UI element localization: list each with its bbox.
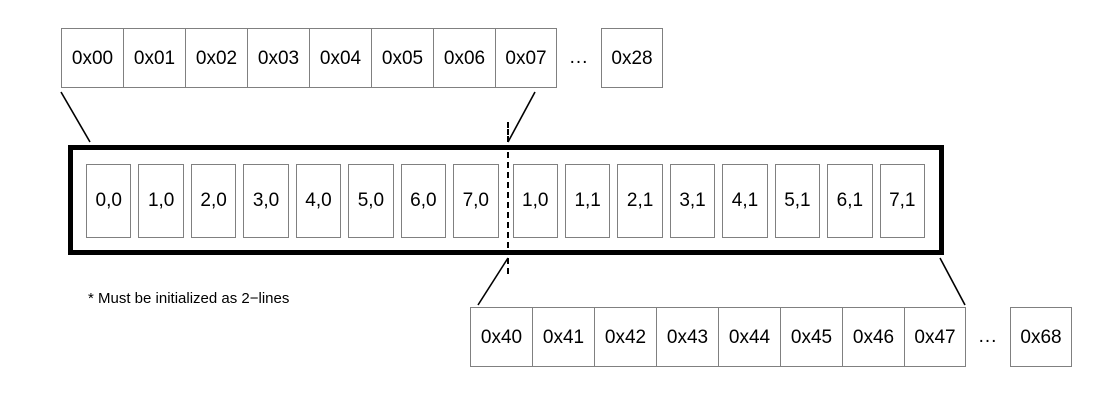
word-cell: 1,0 [512,164,558,238]
word-cell: 6,0 [400,164,447,238]
address-cell: 0x04 [309,28,371,88]
address-cell: 0x00 [61,28,123,88]
line-boundary-dash-top [507,122,509,142]
word-cell: 7,1 [879,164,925,238]
address-cell: 0x02 [185,28,247,88]
leader-line-bottom-left [477,257,509,306]
word-cell: 5,0 [348,164,394,238]
leader-line-top-left [60,91,91,143]
address-cell: 0x01 [123,28,185,88]
word-cell: 6,1 [827,164,873,238]
address-cell: 0x40 [470,307,532,367]
line-boundary-dash-middle [507,152,509,248]
address-cell-tail: 0x28 [601,28,663,88]
word-cell: 3,0 [243,164,289,238]
cache-line-words: 0,0 1,0 2,0 3,0 4,0 5,0 6,0 7,0 1,0 1,1 … [86,164,932,238]
address-ellipsis: ... [569,47,589,68]
word-cell: 5,1 [774,164,821,238]
address-cell: 0x06 [433,28,495,88]
address-cell: 0x46 [842,307,904,367]
top-address-row: 0x00 0x01 0x02 0x03 0x04 0x05 0x06 0x07 … [61,28,663,88]
word-cell: 2,1 [617,164,663,238]
address-cell: 0x05 [371,28,433,88]
address-cell: 0x41 [532,307,594,367]
cache-line-buffer: 0,0 1,0 2,0 3,0 4,0 5,0 6,0 7,0 1,0 1,1 … [68,145,944,255]
address-cell: 0x47 [904,307,966,367]
address-cell: 0x42 [594,307,656,367]
address-cell: 0x45 [780,307,842,367]
address-cell: 0x44 [718,307,780,367]
line-boundary-dash-bottom [507,258,509,274]
word-cell: 4,0 [295,164,342,238]
leader-line-top-right [507,91,536,143]
word-cell: 2,0 [190,164,237,238]
address-cell: 0x43 [656,307,718,367]
word-cell: 1,0 [138,164,184,238]
word-cell: 4,1 [722,164,768,238]
address-cell: 0x03 [247,28,309,88]
word-cell: 7,0 [453,164,499,238]
footnote-text: * Must be initialized as 2−lines [88,290,290,307]
word-cell: 3,1 [669,164,716,238]
word-cell: 1,1 [564,164,611,238]
address-cell: 0x07 [495,28,557,88]
word-cell: 0,0 [86,164,132,238]
address-cell-tail: 0x68 [1010,307,1072,367]
bottom-address-row: 0x40 0x41 0x42 0x43 0x44 0x45 0x46 0x47 … [470,307,1072,367]
address-ellipsis: ... [978,326,998,347]
leader-line-bottom-right [939,257,966,306]
